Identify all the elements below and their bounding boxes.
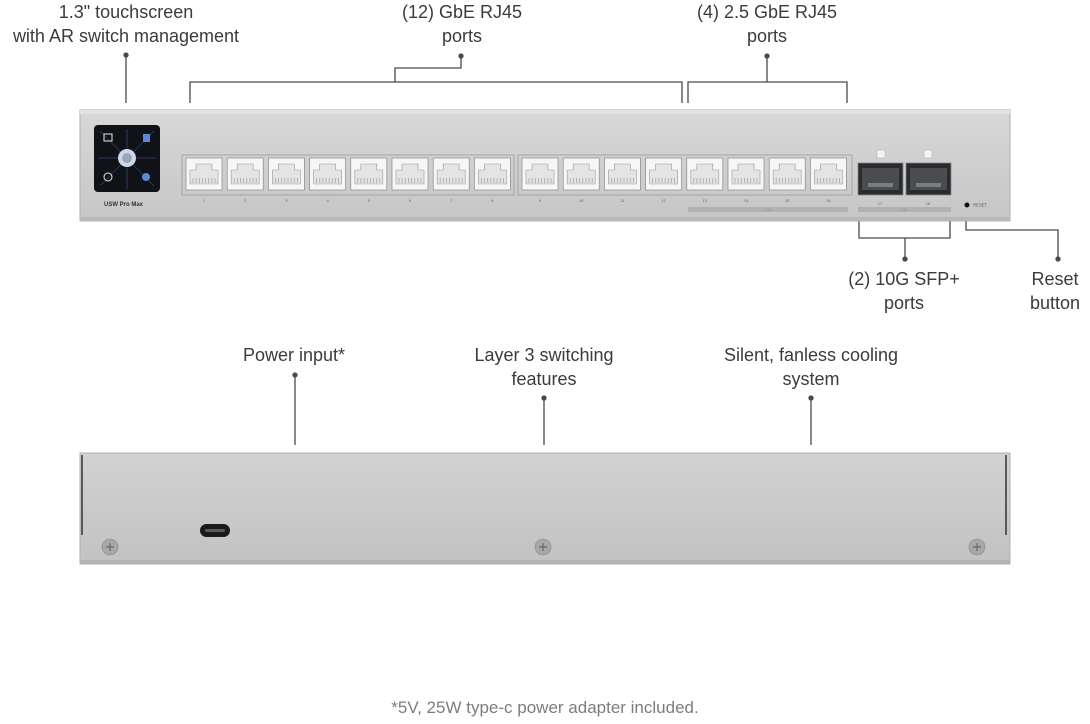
sfp-number-18: 18 <box>926 201 931 206</box>
callout-reset-line2: button <box>1029 293 1081 313</box>
callout-sfp-line1: (2) 10G SFP+ <box>848 269 960 289</box>
switch-rear-panel <box>79 452 1011 565</box>
rj45-port-16[interactable] <box>810 157 847 191</box>
port-number-14: 14 <box>744 198 749 203</box>
reset-button[interactable] <box>964 202 970 208</box>
port-number-11: 11 <box>620 198 625 203</box>
callout-touchscreen-line2: with AR switch management <box>12 26 240 46</box>
port-number-4: 4 <box>326 198 329 203</box>
callout-touchscreen-line1: 1.3" touchscreen <box>58 2 194 22</box>
sfp-port-17[interactable] <box>857 162 904 196</box>
bracket-sfp <box>858 219 951 262</box>
screw-right <box>968 538 986 556</box>
sfp-led-18 <box>923 149 933 159</box>
screw-left <box>101 538 119 556</box>
touchscreen-display[interactable] <box>94 125 160 192</box>
rj45-port-14[interactable] <box>727 157 765 191</box>
sfp-number-17: 17 <box>878 201 883 206</box>
leader-cooling <box>808 395 814 445</box>
port-number-5: 5 <box>368 198 371 203</box>
leader-power <box>292 372 298 445</box>
bracket-25gbe <box>687 53 848 103</box>
callout-layer3: Layer 3 switching features <box>444 343 644 391</box>
callout-sfp-ports: (2) 10G SFP+ ports <box>824 267 984 315</box>
port-number-9: 9 <box>539 198 542 203</box>
bracket-gbe <box>189 53 683 103</box>
callout-power-input: Power input* <box>214 343 374 367</box>
port-number-12: 12 <box>661 198 666 203</box>
callout-gbe-line2: ports <box>441 26 483 46</box>
rj45-port-1[interactable] <box>185 157 223 191</box>
leader-lines <box>123 52 1061 445</box>
rj45-port-8[interactable] <box>474 157 511 191</box>
port-number-3: 3 <box>285 198 288 203</box>
sfp-port-18[interactable] <box>905 162 952 196</box>
rj45-port-6[interactable] <box>391 157 429 191</box>
footnote: *5V, 25W type-c power adapter included. <box>391 698 699 717</box>
rj45-port-10[interactable] <box>562 157 600 191</box>
callout-cooling-line2: system <box>782 369 840 389</box>
group-label-sfp: 10G <box>901 208 908 212</box>
rj45-port-2[interactable] <box>226 157 264 191</box>
callout-gbe-ports: (12) GbE RJ45 ports <box>362 0 562 48</box>
rj45-port-7[interactable] <box>432 157 470 191</box>
rj45-port-3[interactable] <box>268 157 305 191</box>
callout-25gbe-line2: ports <box>746 26 788 46</box>
sfp-ports: 17 18 10G <box>857 149 952 212</box>
callout-layer3-line2: features <box>511 369 577 389</box>
rj45-port-11[interactable] <box>604 157 641 191</box>
rj45-group-1 <box>181 154 515 196</box>
screw-center <box>534 538 552 556</box>
group-bar-25g <box>688 207 848 212</box>
port-number-15: 15 <box>785 198 790 203</box>
leader-layer3 <box>541 395 547 445</box>
group-bar-sfp <box>858 207 951 212</box>
callout-touchscreen: 1.3" touchscreen with AR switch manageme… <box>0 0 252 48</box>
rj45-port-9[interactable] <box>521 157 559 191</box>
rj45-port-12[interactable] <box>645 157 682 191</box>
callout-reset-line1: Reset <box>1031 269 1079 289</box>
callout-25gbe-line1: (4) 2.5 GbE RJ45 <box>696 2 838 22</box>
rj45-port-15[interactable] <box>768 157 806 191</box>
rj45-port-13[interactable] <box>686 157 724 191</box>
port-number-13: 13 <box>703 198 708 203</box>
rj45-port-5[interactable] <box>350 157 388 191</box>
callout-cooling-line1: Silent, fanless cooling <box>723 345 899 365</box>
rj45-port-4[interactable] <box>309 157 346 191</box>
callout-layer3-line1: Layer 3 switching <box>474 345 614 365</box>
usb-c-power-port[interactable] <box>200 524 230 537</box>
port-number-16: 16 <box>826 198 831 203</box>
port-number-10: 10 <box>579 198 584 203</box>
callout-reset-button: Reset button <box>1020 267 1090 315</box>
port-number-6: 6 <box>409 198 412 203</box>
leader-touchscreen <box>123 52 129 103</box>
rj45-group-2 <box>517 154 853 196</box>
model-label: USW Pro Max <box>104 202 144 208</box>
sfp-led-17 <box>876 149 886 159</box>
reset-label: RESET <box>973 203 987 208</box>
callout-25gbe-ports: (4) 2.5 GbE RJ45 ports <box>667 0 867 48</box>
port-number-8: 8 <box>491 198 494 203</box>
group-label-25g: 2.5G <box>764 208 772 212</box>
callout-sfp-line2: ports <box>883 293 925 313</box>
callout-power-line1: Power input* <box>242 345 346 365</box>
callout-gbe-line1: (12) GbE RJ45 <box>401 2 523 22</box>
port-number-1: 1 <box>203 198 206 203</box>
callout-cooling: Silent, fanless cooling system <box>691 343 931 391</box>
port-number-7: 7 <box>450 198 453 203</box>
port-number-2: 2 <box>244 198 247 203</box>
